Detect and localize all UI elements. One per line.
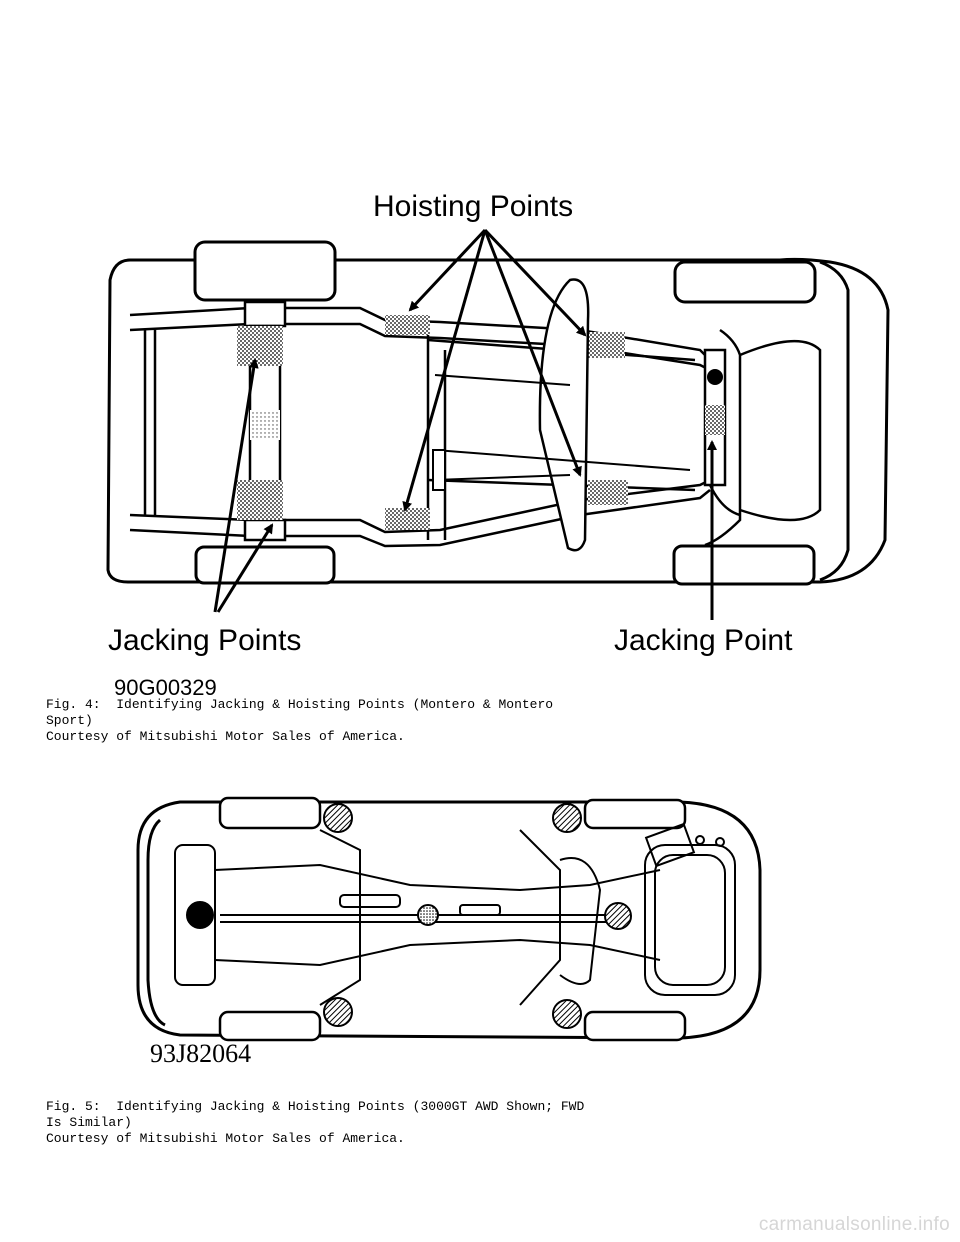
3000gt-body-outline <box>136 800 762 1040</box>
montero-body-outline <box>106 257 890 584</box>
figure-5-diagram: 93J82064 <box>136 796 762 1068</box>
hoisting-arrows <box>402 228 587 512</box>
figure-5-code: 93J82064 <box>150 1039 251 1068</box>
figure-5-caption-line1: Fig. 5: Identifying Jacking & Hoisting P… <box>46 1099 585 1114</box>
wheels <box>193 240 817 586</box>
figure-4-caption-line2: Sport) <box>46 713 93 728</box>
figure-5-caption-line2: Is Similar) <box>46 1115 132 1130</box>
hoisting-point-circles <box>323 803 582 1029</box>
figure-5-caption-line3: Courtesy of Mitsubishi Motor Sales of Am… <box>46 1131 405 1146</box>
figure-4-diagram: Hoisting Points <box>106 190 890 700</box>
hoisting-points-label: Hoisting Points <box>373 190 573 223</box>
exhaust-drive-lines <box>432 374 691 491</box>
jacking-arrows-left <box>213 358 274 613</box>
figure-4-caption-line3: Courtesy of Mitsubishi Motor Sales of Am… <box>46 729 405 744</box>
front-jacking-marks <box>705 369 725 435</box>
jacking-points-label: Jacking Points <box>108 624 301 657</box>
figure-4-code: 90G00329 <box>114 675 217 700</box>
transmission-crossmember <box>538 278 590 552</box>
hoisting-pads <box>385 315 628 530</box>
figure-5-caption: Fig. 5: Identifying Jacking & Hoisting P… <box>46 1099 584 1147</box>
watermark: carmanualsonline.info <box>758 1214 950 1235</box>
underbody-structure <box>174 822 736 1006</box>
jacking-point-circles <box>186 901 632 930</box>
tires <box>218 796 687 1042</box>
jacking-point-label: Jacking Point <box>614 624 793 657</box>
figure-4-caption-line1: Fig. 4: Identifying Jacking & Hoisting P… <box>46 697 554 712</box>
figure-4-caption: Fig. 4: Identifying Jacking & Hoisting P… <box>46 697 553 745</box>
front-suspension <box>703 328 822 547</box>
